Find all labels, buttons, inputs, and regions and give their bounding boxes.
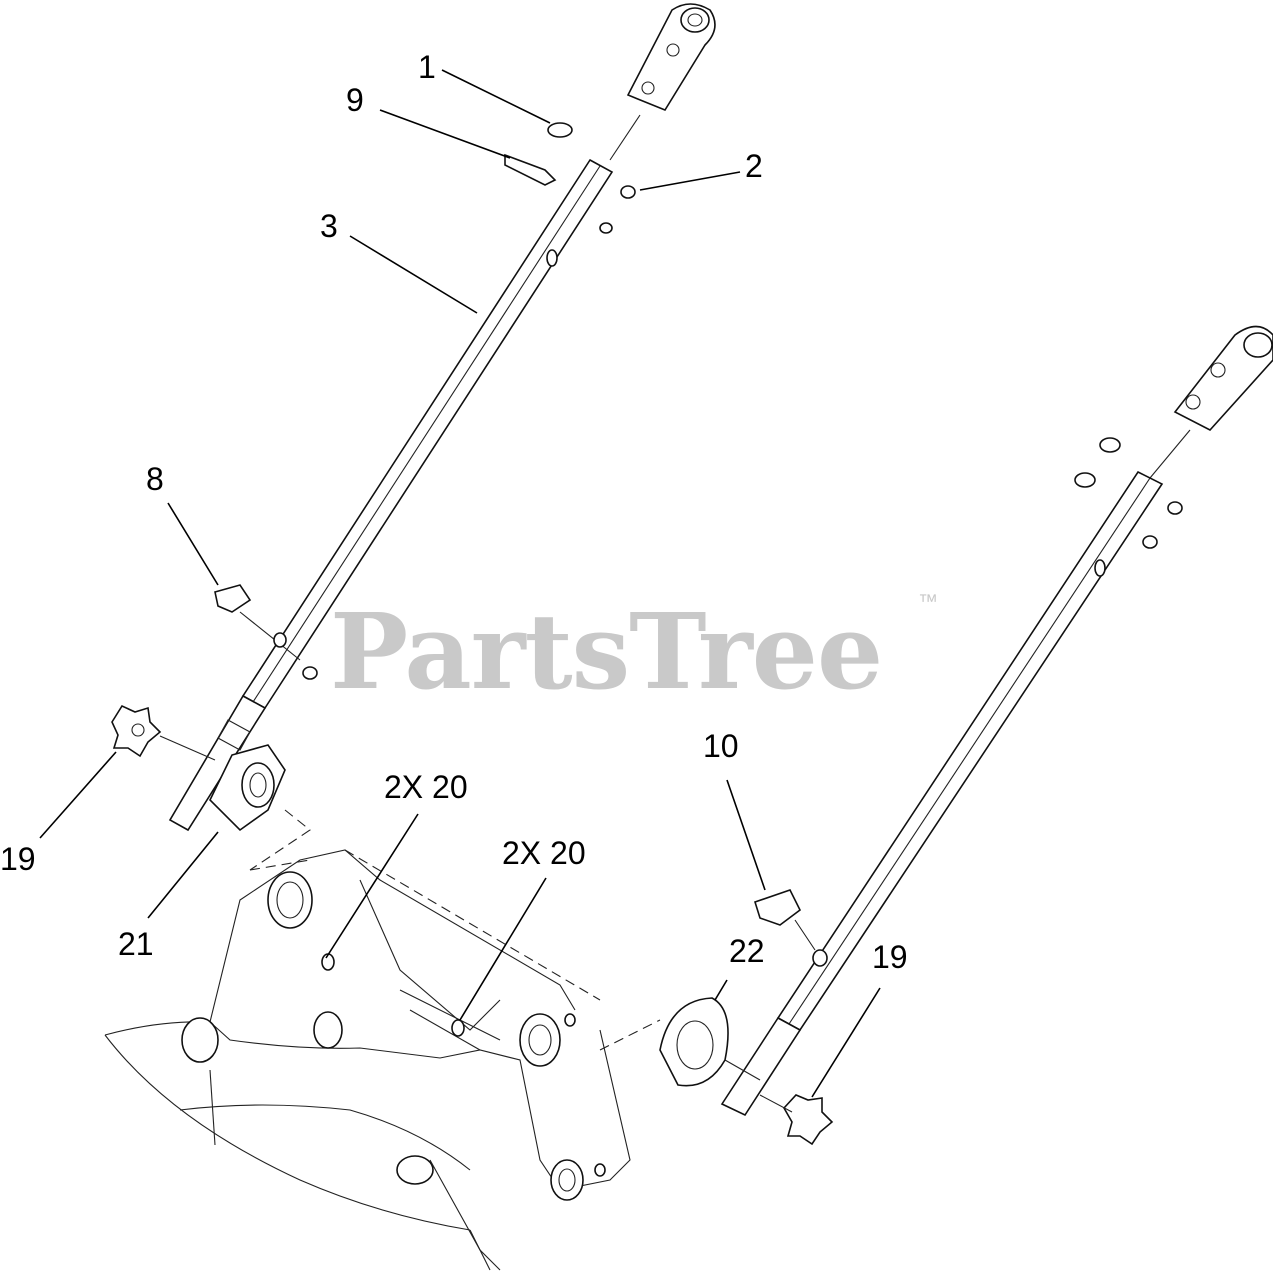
leader-19b [811, 987, 881, 1098]
callout-22: 22 [729, 933, 765, 969]
callout-3: 3 [320, 208, 338, 244]
leader-1 [441, 69, 551, 124]
callout-9: 9 [346, 82, 364, 118]
right-handle-assembly [599, 325, 1273, 1146]
callout-19-right: 19 [872, 939, 908, 975]
knob-19-right-icon [783, 1094, 834, 1146]
callout-1: 1 [418, 49, 436, 85]
leader-2 [639, 171, 741, 191]
pin-9-icon [504, 153, 557, 186]
watermark-text: PartsTree [330, 590, 882, 713]
bracket-8-icon [214, 584, 252, 613]
callout-2: 2 [745, 148, 763, 184]
leader-lines [39, 69, 881, 1098]
watermark: PartsTree ™ [330, 590, 938, 713]
leader-8 [167, 502, 219, 586]
callout-21: 21 [118, 926, 154, 962]
leader-22 [714, 979, 728, 1001]
leader-9 [379, 109, 511, 159]
callout-2x20-right: 2X 20 [502, 835, 586, 871]
leader-3 [349, 235, 478, 314]
callout-2x20-left: 2X 20 [384, 769, 468, 805]
right-handle-knuckle [1173, 325, 1273, 431]
leader-21 [147, 831, 219, 919]
leader-20b [459, 877, 547, 1021]
callout-10: 10 [703, 728, 739, 764]
leader-19a [39, 751, 117, 839]
bracket-10-icon [754, 889, 802, 926]
callout-19-left: 19 [0, 841, 36, 877]
bracket-22-icon [659, 997, 729, 1087]
watermark-trademark: ™ [918, 591, 938, 613]
leader-20a [325, 813, 419, 959]
callout-8: 8 [146, 461, 164, 497]
knob-19-left-icon [111, 704, 162, 758]
nut-2-icon [620, 185, 636, 199]
mower-frame [104, 849, 631, 1271]
left-handle-knuckle [626, 3, 716, 111]
callout-labels: 1 9 2 3 8 19 21 2X 20 2X 20 10 22 19 [0, 49, 908, 975]
leader-10 [726, 779, 766, 891]
bolt-1-icon [547, 122, 573, 138]
left-handle-assembly [111, 3, 716, 871]
